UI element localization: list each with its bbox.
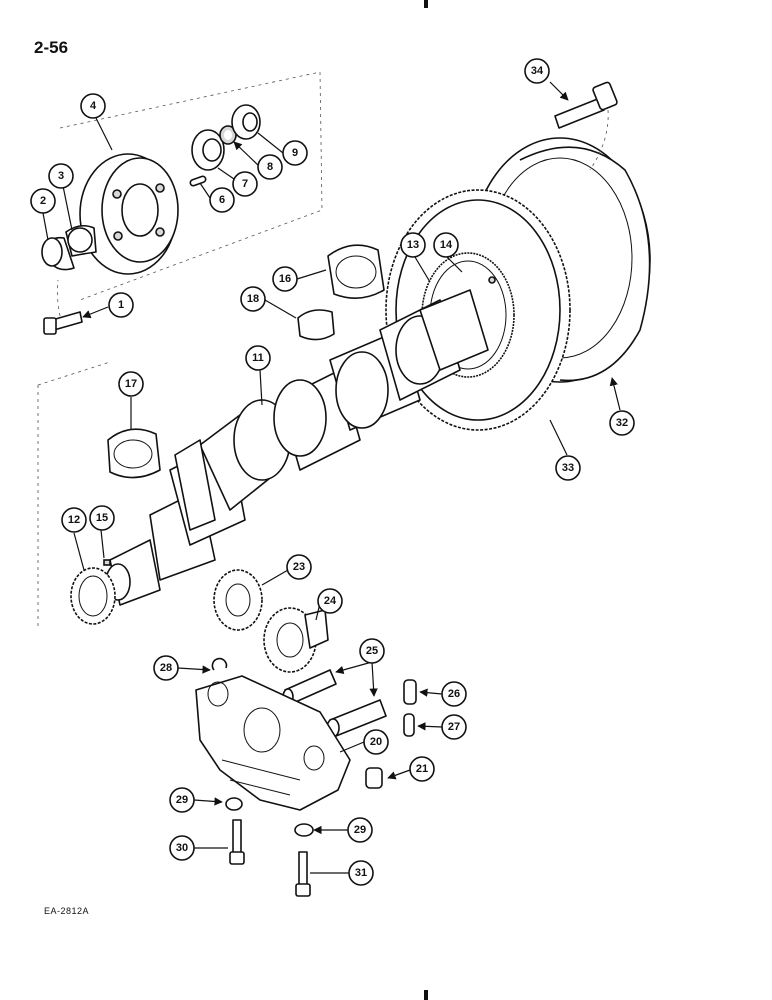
svg-text:4: 4: [90, 100, 97, 112]
callout-33: 33: [555, 455, 581, 481]
svg-text:6: 6: [219, 194, 225, 206]
callout-17: 17: [118, 371, 144, 397]
callout-15: 15: [89, 505, 115, 531]
svg-text:27: 27: [448, 721, 460, 733]
callout-31: 31: [348, 860, 374, 886]
group-boundary-upper: [59, 71, 323, 301]
crankshaft: [105, 289, 489, 606]
svg-text:29: 29: [354, 824, 366, 836]
callout-24: 24: [317, 588, 343, 614]
bottom-registration-mark: [424, 990, 428, 1000]
callout-14: 14: [433, 232, 459, 258]
callout-16: 16: [272, 266, 298, 292]
callout-4: 4: [80, 93, 106, 119]
leader-lines: [42, 81, 621, 874]
top-registration-mark: [424, 0, 428, 8]
callout-13: 13: [400, 232, 426, 258]
svg-text:9: 9: [292, 147, 298, 159]
svg-text:11: 11: [252, 352, 264, 364]
callout-28: 28: [153, 655, 179, 681]
callout-3: 3: [48, 163, 74, 189]
svg-text:21: 21: [416, 763, 428, 775]
svg-text:17: 17: [125, 378, 137, 390]
svg-text:14: 14: [440, 239, 453, 251]
washers-bolts: [225, 797, 314, 897]
main-bearings: [107, 244, 385, 479]
gear-housing: [195, 675, 351, 811]
callout-29-left: 29: [169, 787, 195, 813]
callout-29-right: 29: [347, 817, 373, 843]
callout-23: 23: [286, 554, 312, 580]
seal-parts: [189, 104, 261, 187]
crank-pulley: [79, 153, 179, 275]
svg-text:33: 33: [562, 462, 574, 474]
svg-text:24: 24: [324, 595, 337, 607]
crank-gear: [70, 559, 116, 625]
svg-text:8: 8: [267, 161, 273, 173]
flywheel-bolt: [554, 81, 618, 171]
svg-text:20: 20: [370, 736, 382, 748]
svg-text:32: 32: [616, 417, 628, 429]
pulley-bolt: [43, 279, 83, 335]
callout-6: 6: [209, 187, 235, 213]
group-boundary-left-top: [37, 361, 111, 386]
svg-text:7: 7: [242, 178, 248, 190]
callout-18: 18: [240, 286, 266, 312]
callout-9: 9: [282, 140, 308, 166]
svg-text:13: 13: [407, 239, 419, 251]
callout-30: 30: [169, 835, 195, 861]
circlip: [211, 657, 228, 671]
idler-gear-24: [263, 607, 329, 673]
callout-26: 26: [441, 681, 467, 707]
callout-21: 21: [409, 756, 435, 782]
callout-27: 27: [441, 714, 467, 740]
dowels: [365, 679, 417, 789]
svg-text:16: 16: [279, 273, 291, 285]
svg-text:18: 18: [247, 293, 259, 305]
svg-text:29: 29: [176, 794, 188, 806]
callout-1: 1: [108, 292, 134, 318]
svg-text:34: 34: [531, 65, 544, 77]
svg-text:26: 26: [448, 688, 460, 700]
svg-text:1: 1: [118, 299, 124, 311]
svg-text:28: 28: [160, 662, 172, 674]
callout-25: 25: [359, 638, 385, 664]
callout-34: 34: [524, 58, 550, 84]
callout-7: 7: [232, 171, 258, 197]
svg-text:15: 15: [96, 512, 108, 524]
figure-code: EA-2812A: [44, 906, 90, 916]
spacer-parts: [41, 224, 97, 271]
callout-2: 2: [30, 188, 56, 214]
idler-gear-23: [213, 569, 263, 631]
page-number: 2-56: [34, 38, 69, 57]
svg-text:2: 2: [40, 195, 46, 207]
svg-text:30: 30: [176, 842, 188, 854]
svg-text:23: 23: [293, 561, 305, 573]
svg-text:25: 25: [366, 645, 378, 657]
callout-11: 11: [245, 345, 271, 371]
dowel-14: [488, 276, 496, 284]
callout-20: 20: [363, 729, 389, 755]
callout-12: 12: [61, 507, 87, 533]
svg-text:12: 12: [68, 514, 80, 526]
callout-32: 32: [609, 410, 635, 436]
callout-8: 8: [257, 154, 283, 180]
svg-text:3: 3: [58, 170, 64, 182]
svg-text:31: 31: [355, 867, 367, 879]
